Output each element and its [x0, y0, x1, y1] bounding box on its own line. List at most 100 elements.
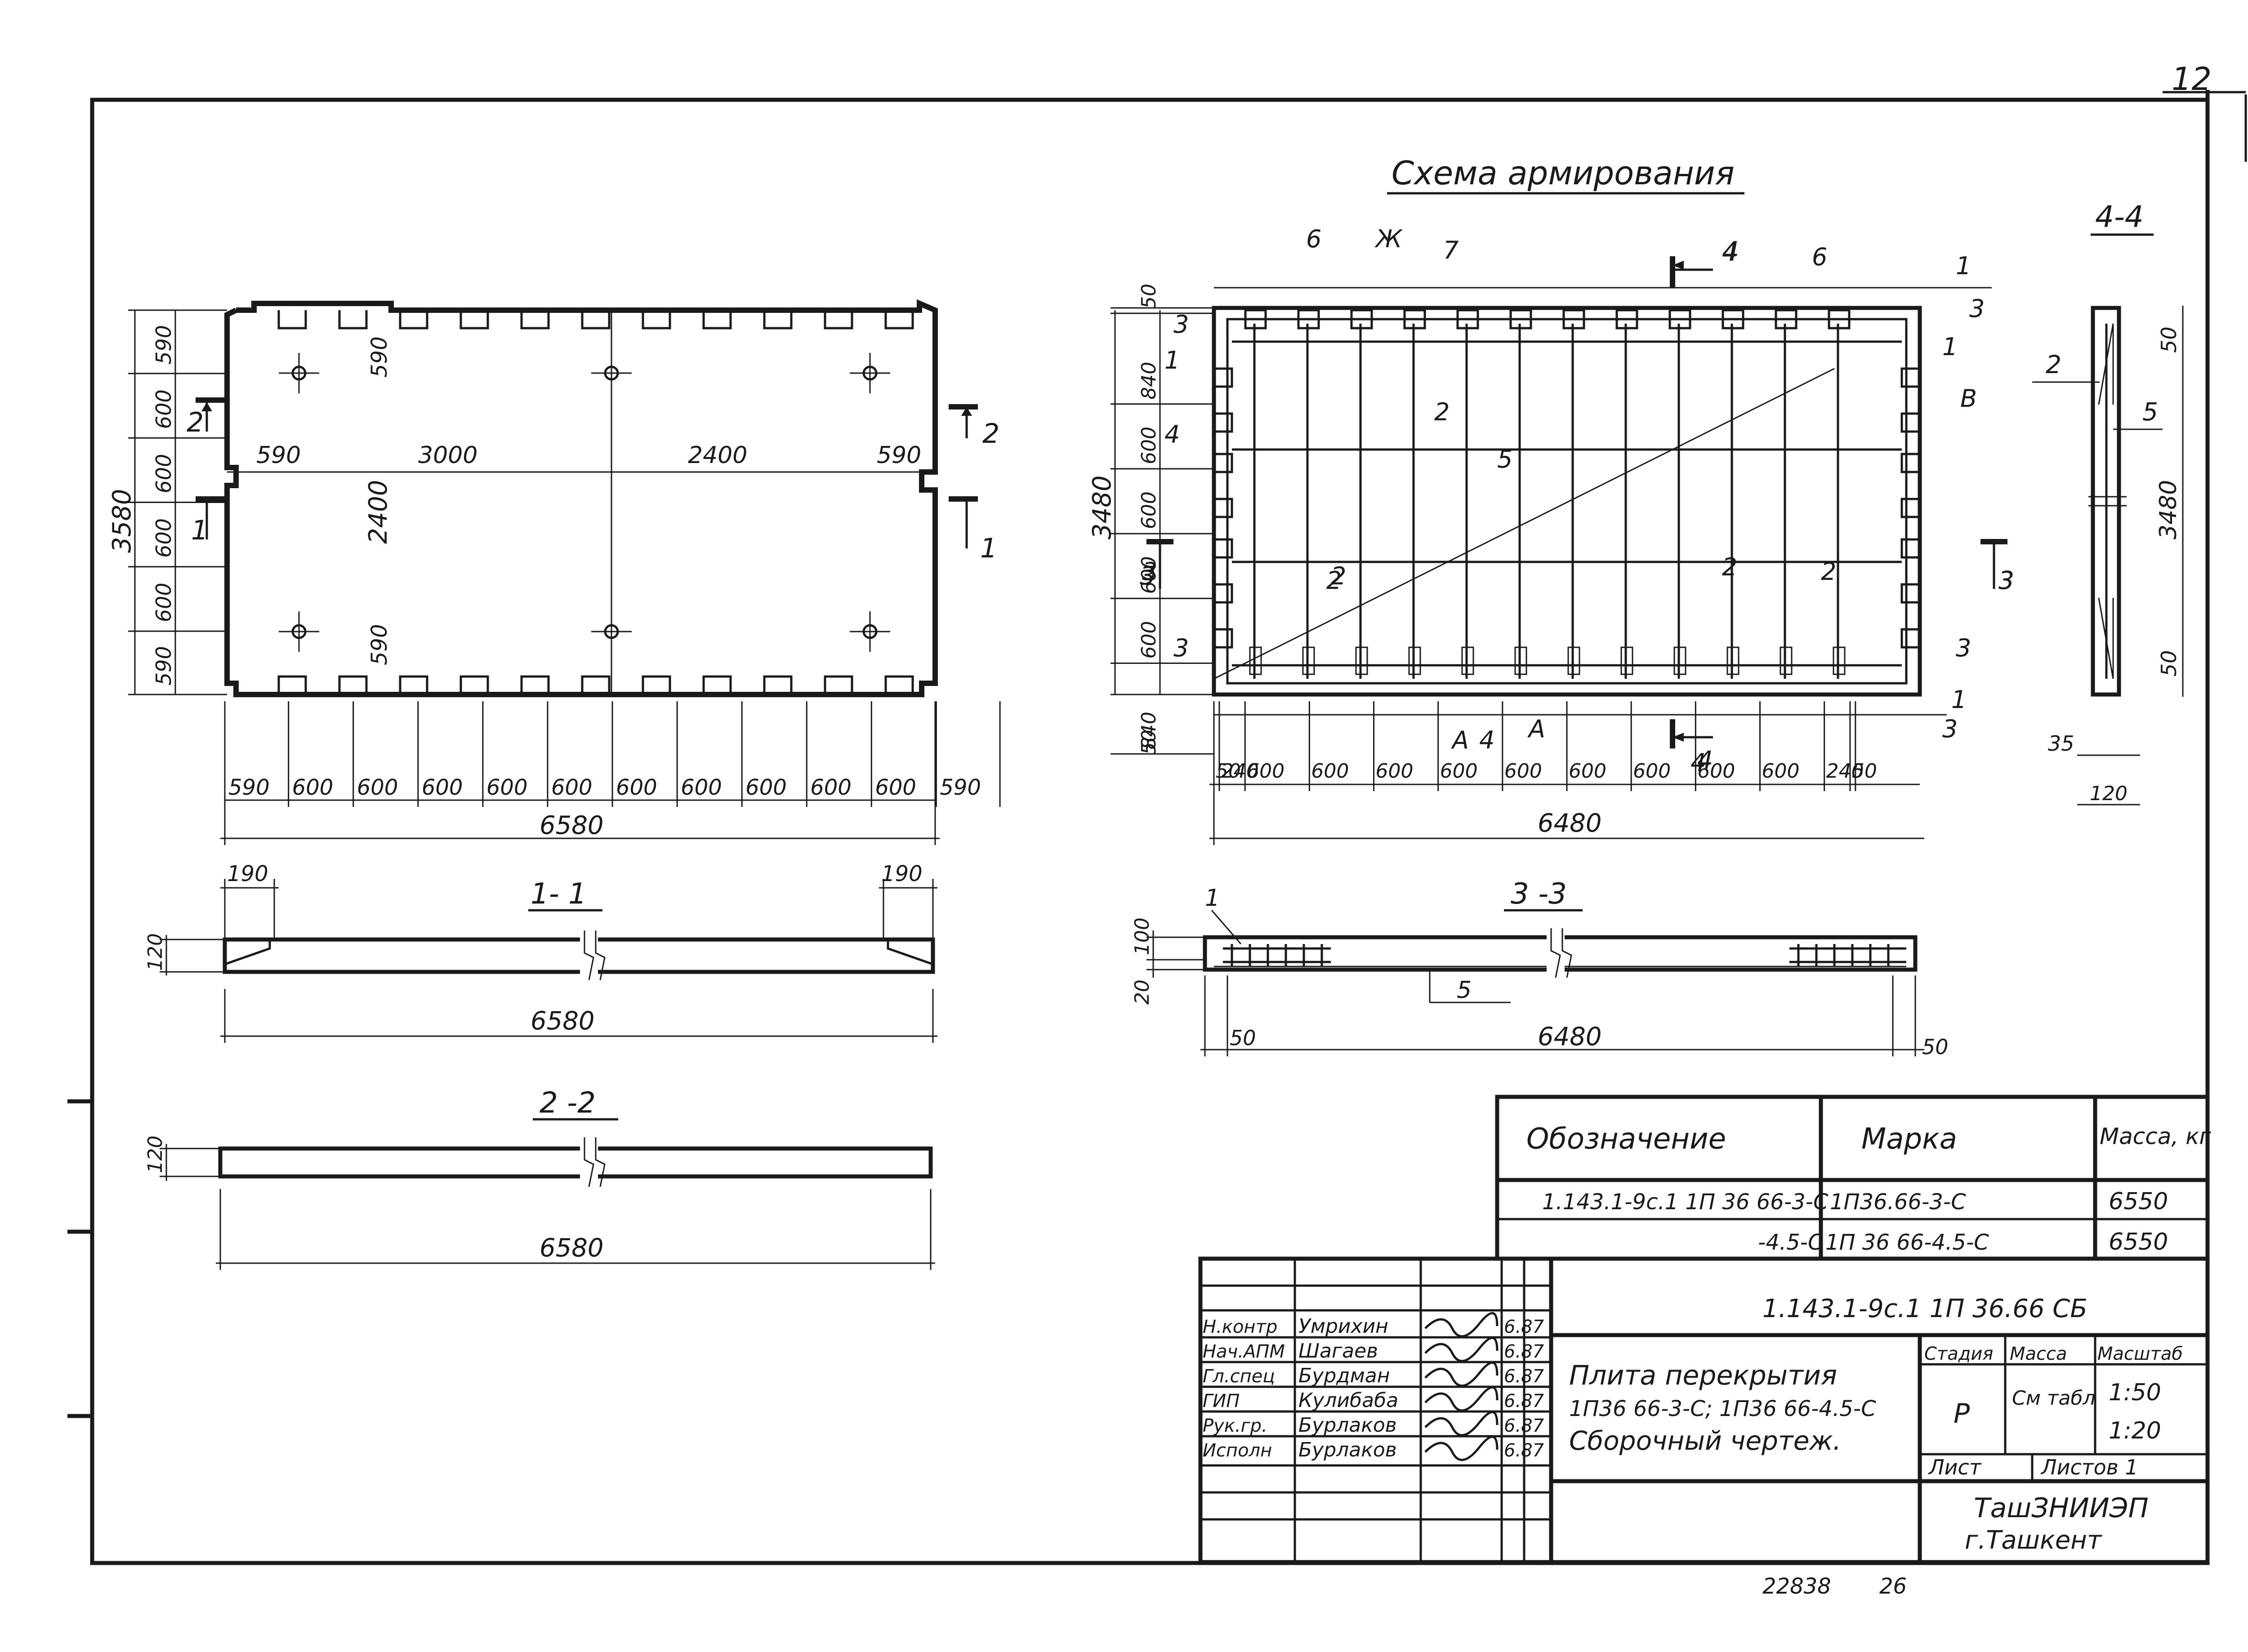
- rebar-label: 4: [1690, 748, 1706, 777]
- signature-icon: [1424, 1411, 1499, 1437]
- spec-row1-designation: 1.143.1-9с.1 1П 36 66-3-С: [1542, 1189, 1829, 1215]
- plan-inner-height: 2400: [364, 480, 393, 544]
- plan-inner-dim-2: 3000: [418, 442, 477, 469]
- reinforcement-title: Схема армирования: [1392, 154, 1735, 192]
- sheet-number: 12: [2172, 61, 2212, 98]
- rebar-label: 4: [1164, 420, 1180, 449]
- plan-edge-dim-bottom: 590: [367, 624, 392, 665]
- rebar-label: 6: [1812, 243, 1827, 271]
- plan-dim-label: 600: [422, 775, 463, 800]
- section-2-2-title: 2 -2: [540, 1086, 596, 1120]
- svg-text:3: 3: [1140, 561, 1155, 590]
- stage-label: Стадия: [1924, 1344, 1993, 1364]
- role-name: Бурдман: [1298, 1364, 1390, 1387]
- plan-key-top: [763, 310, 793, 330]
- role-name: Бурлаков: [1298, 1414, 1397, 1437]
- spec-header-mark: Марка: [1861, 1122, 1957, 1156]
- organization-line1: ТашЗНИИЭП: [1974, 1492, 2149, 1524]
- reinforcement-dim-label: 240: [1221, 760, 1259, 783]
- role-label: Нач.АПМ: [1203, 1341, 1285, 1362]
- plan-key-bottom: [702, 675, 732, 695]
- plan-cut-marks: 2 2 1 1: [187, 397, 999, 564]
- svg-text:50: 50: [2157, 650, 2181, 677]
- section-3-3: 3 -3 1 5 100 20 50 50 6480: [1131, 877, 1949, 1059]
- reinforcement-outline: [1212, 306, 1922, 697]
- rebar-label: 3: [1942, 715, 1958, 743]
- rebar-label: 2: [1434, 398, 1450, 426]
- plan-key-top: [702, 310, 732, 330]
- signature-icon: [1424, 1435, 1499, 1461]
- plan-dim-label: 590: [152, 646, 176, 686]
- signature-icon: [1424, 1361, 1499, 1387]
- role-date: 6.87: [1504, 1366, 1544, 1387]
- scale-value-2: 1:20: [2109, 1417, 2161, 1444]
- section-3-3-length: 6480: [1538, 1022, 1602, 1051]
- plan-dim-label: 600: [551, 775, 593, 800]
- rebar-label: 2: [1722, 553, 1737, 581]
- rebar-label: 2: [1331, 562, 1346, 590]
- section-1-1-length: 6580: [531, 1006, 595, 1036]
- spec-header-designation: Обозначение: [1526, 1122, 1726, 1156]
- rebar-label: 3: [1142, 557, 1157, 586]
- plan-key-bottom: [824, 675, 853, 695]
- section-1-1-title: 1- 1: [531, 877, 587, 911]
- rebar-top-keys: [1213, 309, 1921, 675]
- section-4-4: 4-4 2 5 3480 50 50 35 120: [2032, 200, 2184, 806]
- rebar-lines: [1232, 324, 1902, 679]
- signature-icon: [1424, 1312, 1499, 1338]
- role-date: 6.87: [1504, 1341, 1544, 1362]
- rebar-label: 2: [1821, 557, 1836, 586]
- mass-label: Масса: [2010, 1344, 2067, 1364]
- role-name: Кулибаба: [1298, 1389, 1398, 1412]
- rebar-label: 7: [1443, 236, 1459, 264]
- spec-row2-designation: -4.5-С: [1758, 1230, 1823, 1255]
- plan-key-top: [277, 310, 307, 330]
- plan-key-bottom: [642, 675, 671, 695]
- spec-row1-mass: 6550: [2109, 1188, 2168, 1215]
- plan-dim-label: 600: [810, 775, 852, 800]
- svg-text:50: 50: [2157, 326, 2181, 353]
- plan-view: 2 2 1 1 590 3000 2400 590 2400 590 590 5…: [107, 299, 1001, 845]
- title-block-desc-line2: 1П36 66-3-С; 1П36 66-4.5-С: [1569, 1396, 1876, 1421]
- plan-inner-dim-1: 590: [256, 442, 301, 469]
- sheets-label: Листов 1: [2040, 1455, 2138, 1479]
- plan-dim-label: 600: [745, 775, 787, 800]
- rebar-label: 6: [1306, 225, 1321, 253]
- plan-key-top: [399, 310, 428, 330]
- rebar-label: 3: [1173, 310, 1189, 338]
- plan-key-bottom: [884, 675, 914, 695]
- plan-key-bottom: [277, 675, 307, 695]
- plan-dim-label: 600: [486, 775, 528, 800]
- rebar-label: 3: [1969, 294, 1985, 323]
- signature-icon: [1424, 1386, 1499, 1412]
- svg-text:2: 2: [2046, 350, 2061, 379]
- reinforcement-dim-label: 240: [1826, 760, 1864, 783]
- svg-text:1: 1: [980, 533, 997, 564]
- reinforcement-dim-label: 600: [1376, 760, 1414, 783]
- spec-row1-mark: 1П36.66-3-С: [1830, 1189, 1966, 1215]
- organization-line2: г.Ташкент: [1965, 1526, 2102, 1555]
- role-label: ГИП: [1203, 1391, 1240, 1412]
- title-block-code: 1.143.1-9с.1 1П 36.66 СБ: [1762, 1294, 2087, 1323]
- reinforcement-dim-label: 600: [1569, 760, 1606, 783]
- plan-dim-label: 600: [152, 583, 176, 622]
- plan-dim-label: 600: [875, 775, 916, 800]
- plan-outline: [224, 299, 938, 697]
- plan-dim-label: 600: [616, 775, 657, 800]
- role-label: Гл.спец: [1203, 1366, 1275, 1387]
- svg-text:190: 190: [881, 861, 923, 886]
- role-name: Бурлаков: [1298, 1438, 1397, 1461]
- reinforcement-dim-label: 600: [1697, 760, 1735, 783]
- role-date: 6.87: [1504, 1317, 1544, 1337]
- scale-label: Масштаб: [2097, 1344, 2183, 1364]
- plan-key-top: [338, 310, 368, 330]
- svg-text:120: 120: [144, 933, 167, 971]
- reinforcement-dim-label: 840: [1137, 362, 1160, 400]
- plan-key-bottom: [581, 675, 611, 695]
- rebar-label: А: [1451, 726, 1469, 754]
- svg-text:4: 4: [1697, 746, 1713, 775]
- svg-text:190: 190: [227, 861, 268, 886]
